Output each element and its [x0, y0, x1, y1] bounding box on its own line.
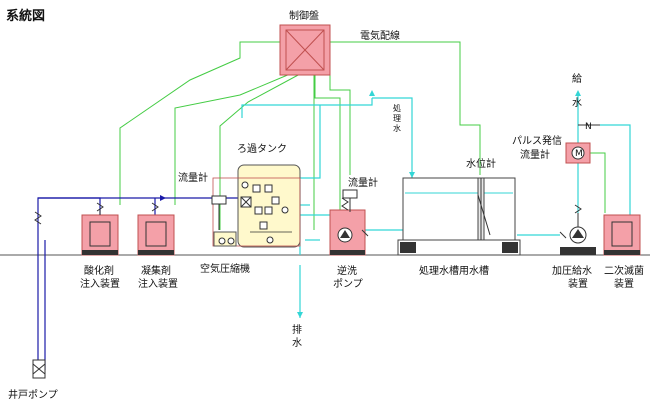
svg-text:処: 処 [393, 103, 401, 113]
flowmeter-right: 流量計 [342, 176, 378, 212]
supply-label-1: 給 [572, 72, 582, 85]
treated-tank-label: 処理水槽用水槽 [419, 264, 489, 277]
filter-tank: ろ過タンク [212, 143, 301, 248]
coagulant-label-1: 凝集剤 [141, 264, 171, 277]
disinfect-label-2: 装置 [614, 277, 634, 290]
oxidizer-injector: 酸化剤 注入装置 [80, 210, 120, 290]
svg-text:排: 排 [292, 323, 302, 336]
water-level-meter-label: 水位計 [466, 157, 496, 170]
backwash-label-1: 逆洗 [337, 264, 357, 277]
flowmeter-right-label: 流量計 [348, 176, 378, 189]
coagulant-injector: 凝集剤 注入装置 [137, 214, 178, 290]
backwash-pump: 逆洗 ポンプ [329, 209, 366, 290]
svg-text:水: 水 [393, 123, 401, 133]
svg-text:水: 水 [292, 337, 302, 349]
pulse-label-2: 流量計 [520, 148, 550, 161]
treated-water-tank: 処理水槽用水槽 [397, 177, 521, 277]
flowmeter-left: 流量計 [178, 171, 227, 230]
pulse-label-1: パルス発信 [512, 134, 562, 147]
backwash-label-2: ポンプ [333, 278, 363, 290]
flowmeter-left-label: 流量計 [178, 171, 208, 184]
coagulant-label-2: 注入装置 [138, 277, 178, 290]
oxidizer-label-2: 注入装置 [80, 277, 120, 290]
secondary-disinfection: 二次滅菌 装置 [603, 214, 644, 290]
well-pump: 井戸ポンプ [8, 359, 58, 401]
supply-label-2: 水 [572, 97, 582, 109]
treated-water-vertical-label: 処 理 水 [393, 103, 401, 133]
air-compressor: 空気圧縮機 [200, 231, 250, 275]
booster-pump-unit: 加圧給水 装置 [552, 213, 596, 290]
valve-symbols [34, 197, 582, 239]
filter-tank-label: ろ過タンク [237, 143, 287, 155]
check-valve-n: N [585, 122, 592, 132]
control-panel-label: 制御盤 [289, 9, 319, 22]
drain-label: 排 水 [292, 323, 302, 349]
air-compressor-label: 空気圧縮機 [200, 262, 250, 275]
diagram-title: 系統図 [6, 8, 45, 24]
booster-label-1: 加圧給水 [552, 264, 592, 277]
svg-text:理: 理 [393, 114, 401, 123]
pulse-flowmeter: M パルス発信 流量計 [512, 134, 591, 164]
electric-wiring-label: 電気配線 [360, 29, 400, 42]
electric-wiring [119, 41, 606, 230]
disinfect-label-1: 二次滅菌 [604, 264, 644, 277]
motor-glyph: M [575, 149, 583, 159]
oxidizer-label-1: 酸化剤 [84, 264, 114, 277]
well-pump-label: 井戸ポンプ [8, 388, 58, 401]
supply-outlet: N 給 水 [572, 72, 600, 132]
booster-label-2: 装置 [568, 277, 588, 290]
control-panel: 制御盤 [279, 9, 331, 76]
